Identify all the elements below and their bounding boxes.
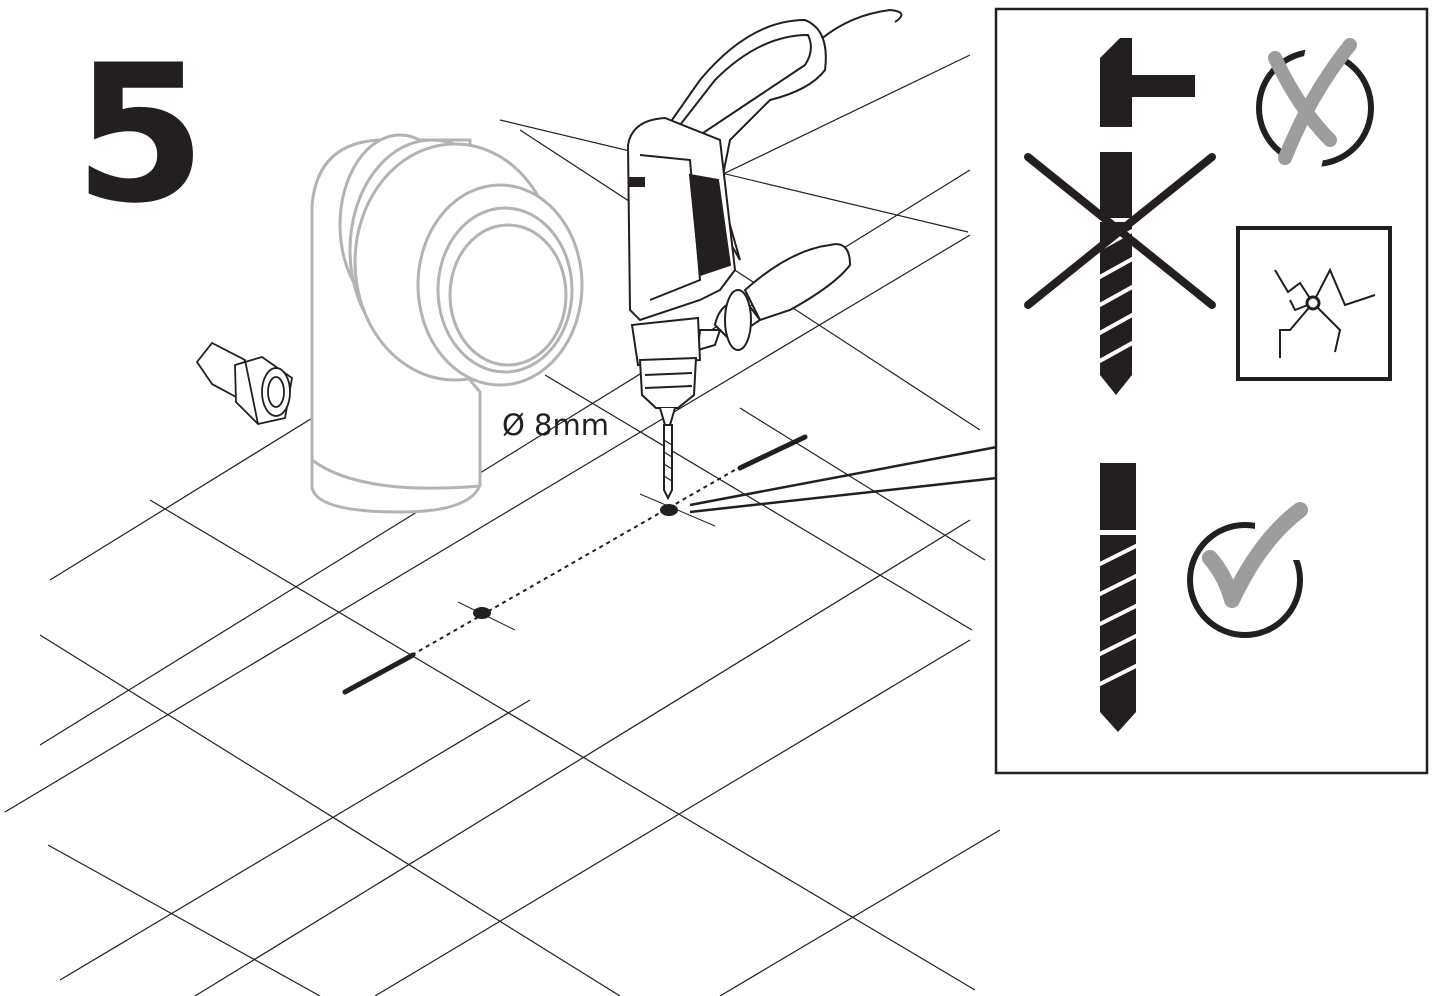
crossed-circle-icon bbox=[1256, 37, 1374, 193]
standard-drill-bit bbox=[1097, 463, 1139, 732]
drill-point-near bbox=[660, 504, 678, 516]
cracked-tile-icon bbox=[1236, 226, 1392, 381]
drill-diameter-label: Ø 8mm bbox=[502, 408, 609, 442]
callout-leaders bbox=[689, 445, 998, 514]
check-circle-icon bbox=[1187, 500, 1315, 638]
power-drill bbox=[626, 18, 852, 501]
drill-cord bbox=[819, 8, 903, 41]
step-number: 5 bbox=[74, 24, 206, 245]
compression-nut bbox=[195, 341, 293, 425]
drill-guide-marks bbox=[342, 434, 808, 695]
detail-panel bbox=[994, 7, 1429, 775]
prohibited-cross bbox=[1024, 153, 1216, 309]
floor-tile-grid bbox=[4, 54, 1001, 996]
elbow-pipe bbox=[310, 133, 584, 514]
hammer-drill-bit bbox=[1097, 38, 1195, 395]
